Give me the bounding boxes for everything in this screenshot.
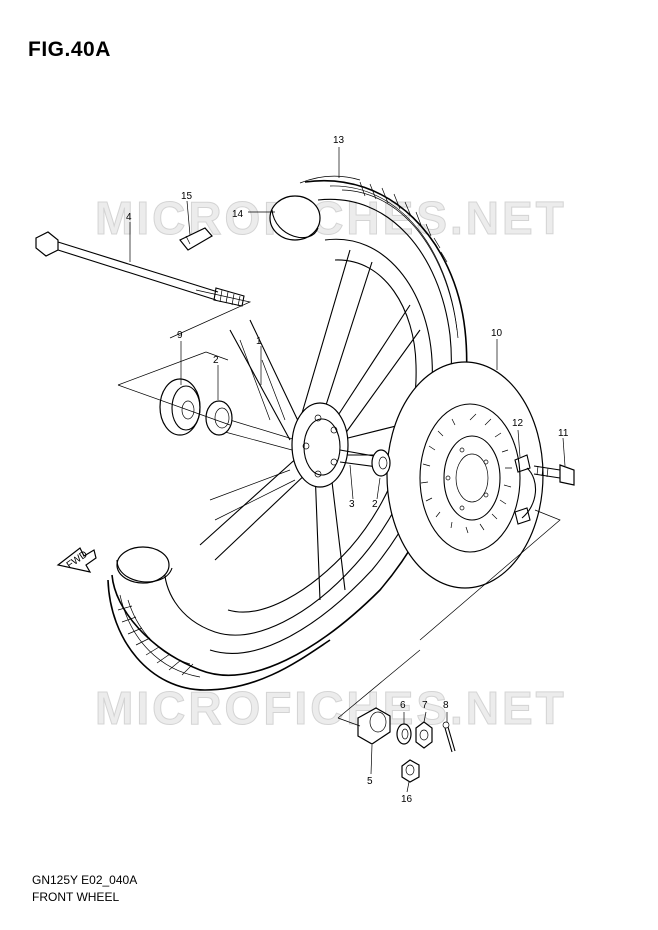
callout-12: 12 <box>512 418 524 429</box>
part-13-tire <box>116 546 173 584</box>
callout-15: 15 <box>181 191 193 202</box>
callout-9: 9 <box>177 330 183 341</box>
part-2-bearing-right <box>371 449 391 477</box>
callout-labels: 1 2 2 3 4 5 6 7 8 9 10 11 12 13 14 15 16 <box>126 135 569 805</box>
callout-11: 11 <box>558 428 569 439</box>
callout-1: 1 <box>256 336 262 347</box>
callout-3: 3 <box>349 499 355 510</box>
figure-name: FRONT WHEEL <box>32 890 120 904</box>
callout-8: 8 <box>443 700 449 711</box>
part-2-bearing-left <box>205 400 233 436</box>
watermark-bottom: MICROFICHES.NET <box>95 682 567 734</box>
part-7-nut <box>415 721 433 749</box>
callout-5: 5 <box>367 776 373 787</box>
watermark-top: MICROFICHES.NET <box>95 192 567 244</box>
callout-6: 6 <box>400 700 406 711</box>
figure-title: FIG.40A <box>28 38 111 61</box>
part-14-rim-band <box>269 195 321 241</box>
part-15-weight <box>179 227 213 251</box>
part-6-washer <box>396 723 412 745</box>
callout-14: 14 <box>232 209 244 220</box>
callout-4: 4 <box>126 212 132 223</box>
brake-disc <box>386 361 544 589</box>
callout-7: 7 <box>422 700 428 711</box>
leader-lines <box>129 147 566 793</box>
callout-2a: 2 <box>213 355 219 366</box>
part-5-spacer <box>357 707 391 745</box>
explosion-guides <box>117 289 561 727</box>
part-8-cotter-pin <box>442 721 456 753</box>
model-code: GN125Y E02_040A <box>32 873 138 887</box>
callout-13: 13 <box>333 135 345 146</box>
forward-direction-arrow: FWD <box>56 547 97 573</box>
callout-10: 10 <box>491 328 503 339</box>
axle <box>35 231 245 307</box>
callout-2b: 2 <box>372 499 378 510</box>
part-16-cap-nut <box>401 759 420 783</box>
callout-16: 16 <box>401 794 413 805</box>
part-12-lock-washer <box>514 454 536 525</box>
wheel-assembly <box>107 175 468 691</box>
part-11-bolt <box>533 464 575 486</box>
